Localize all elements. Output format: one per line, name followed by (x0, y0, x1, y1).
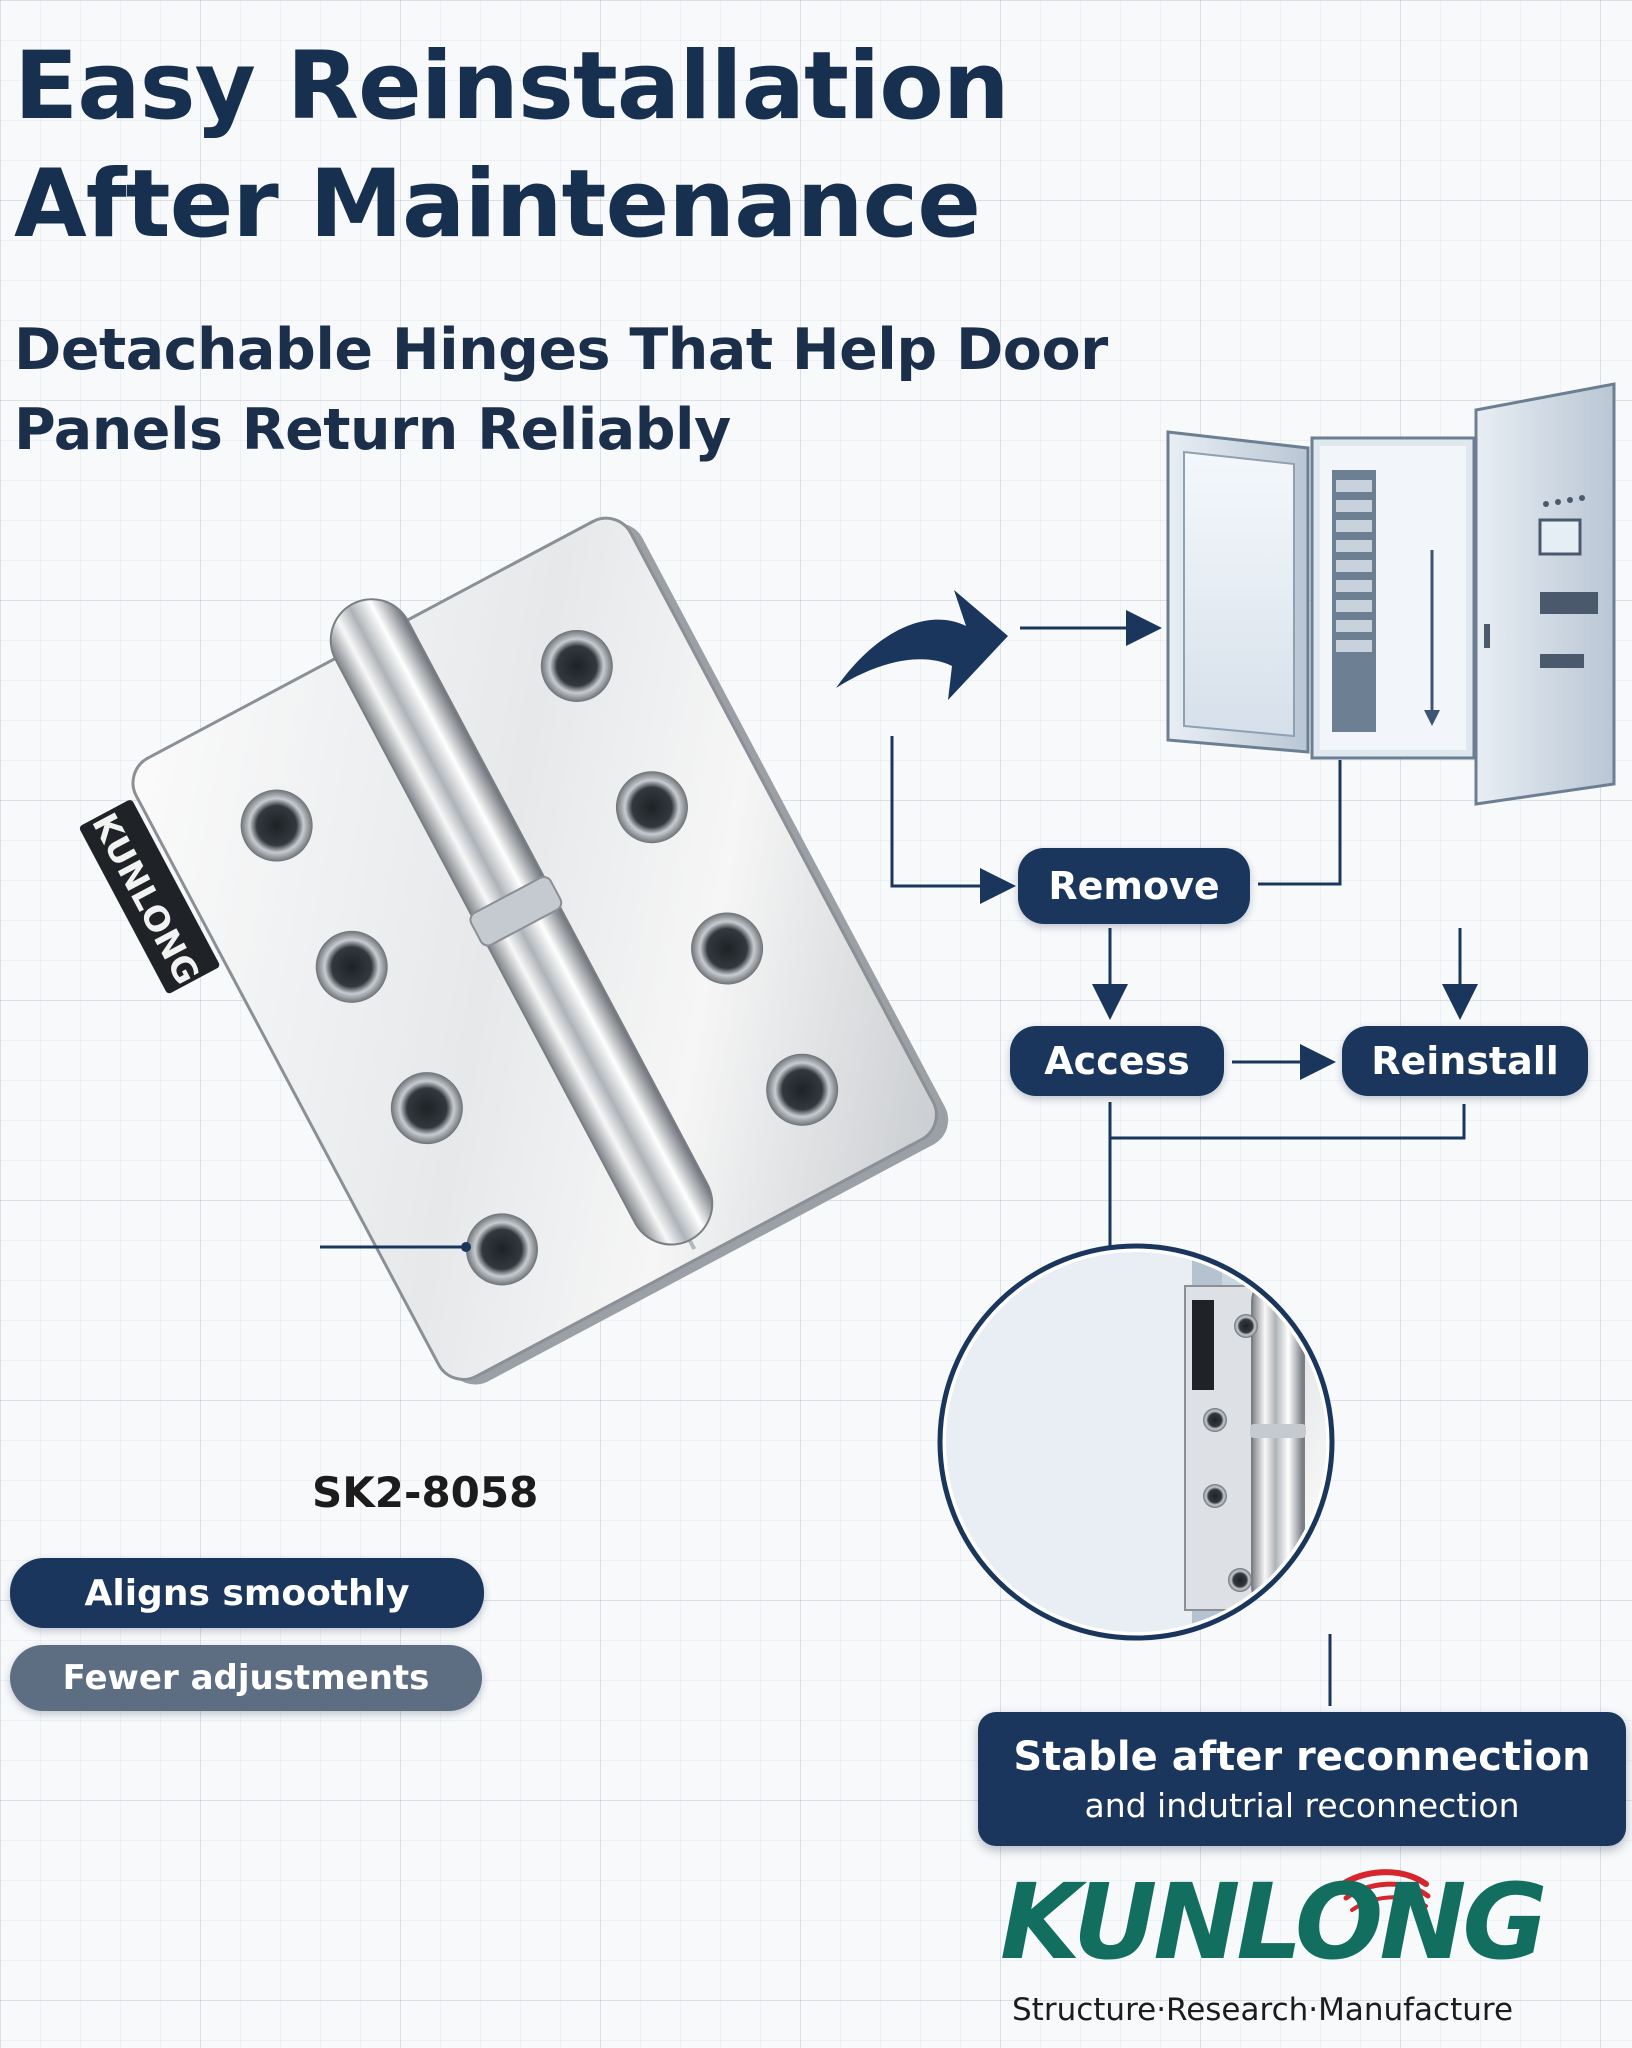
step-remove-badge: Remove (1018, 848, 1250, 924)
page-title-line-2: After Maintenance (14, 150, 981, 259)
page-title-line-1: Easy Reinstallation (14, 32, 1010, 141)
brand-swoosh-icon (1337, 1869, 1431, 1912)
page-subtitle-line-2: Panels Return Reliably (14, 397, 731, 463)
step-reinstall-badge: Reinstall (1342, 1026, 1588, 1096)
feature-tag-fewer: Fewer adjustments (10, 1645, 482, 1711)
curved-arrow-icon (836, 590, 1008, 700)
hinge-product-image: KUNLONG (79, 516, 949, 1385)
page-subtitle: Detachable Hinges That Help Door Panels … (14, 310, 1108, 470)
stability-callout: Stable after reconnection and indutrial … (978, 1712, 1626, 1846)
page-subtitle-line-1: Detachable Hinges That Help Door (14, 317, 1108, 383)
pointer-dot (461, 1242, 471, 1252)
step-access-badge: Access (1010, 1026, 1224, 1096)
cabinet-illustration (1166, 382, 1616, 806)
page-title: Easy Reinstallation After Maintenance (14, 28, 1054, 264)
callout-title: Stable after reconnection (1013, 1733, 1591, 1780)
feature-tag-aligns: Aligns smoothly (10, 1558, 484, 1628)
product-model-code: SK2-8058 (312, 1468, 539, 1517)
brand-logo: KUNLONG (1000, 1861, 1548, 1983)
hinge-detail-zoom (937, 1243, 1335, 1641)
screw-hole-icon (240, 629, 839, 1286)
brand-slogan: Structure·Research·Manufacture (1012, 1992, 1514, 2028)
callout-subtitle: and indutrial reconnection (1084, 1785, 1520, 1825)
